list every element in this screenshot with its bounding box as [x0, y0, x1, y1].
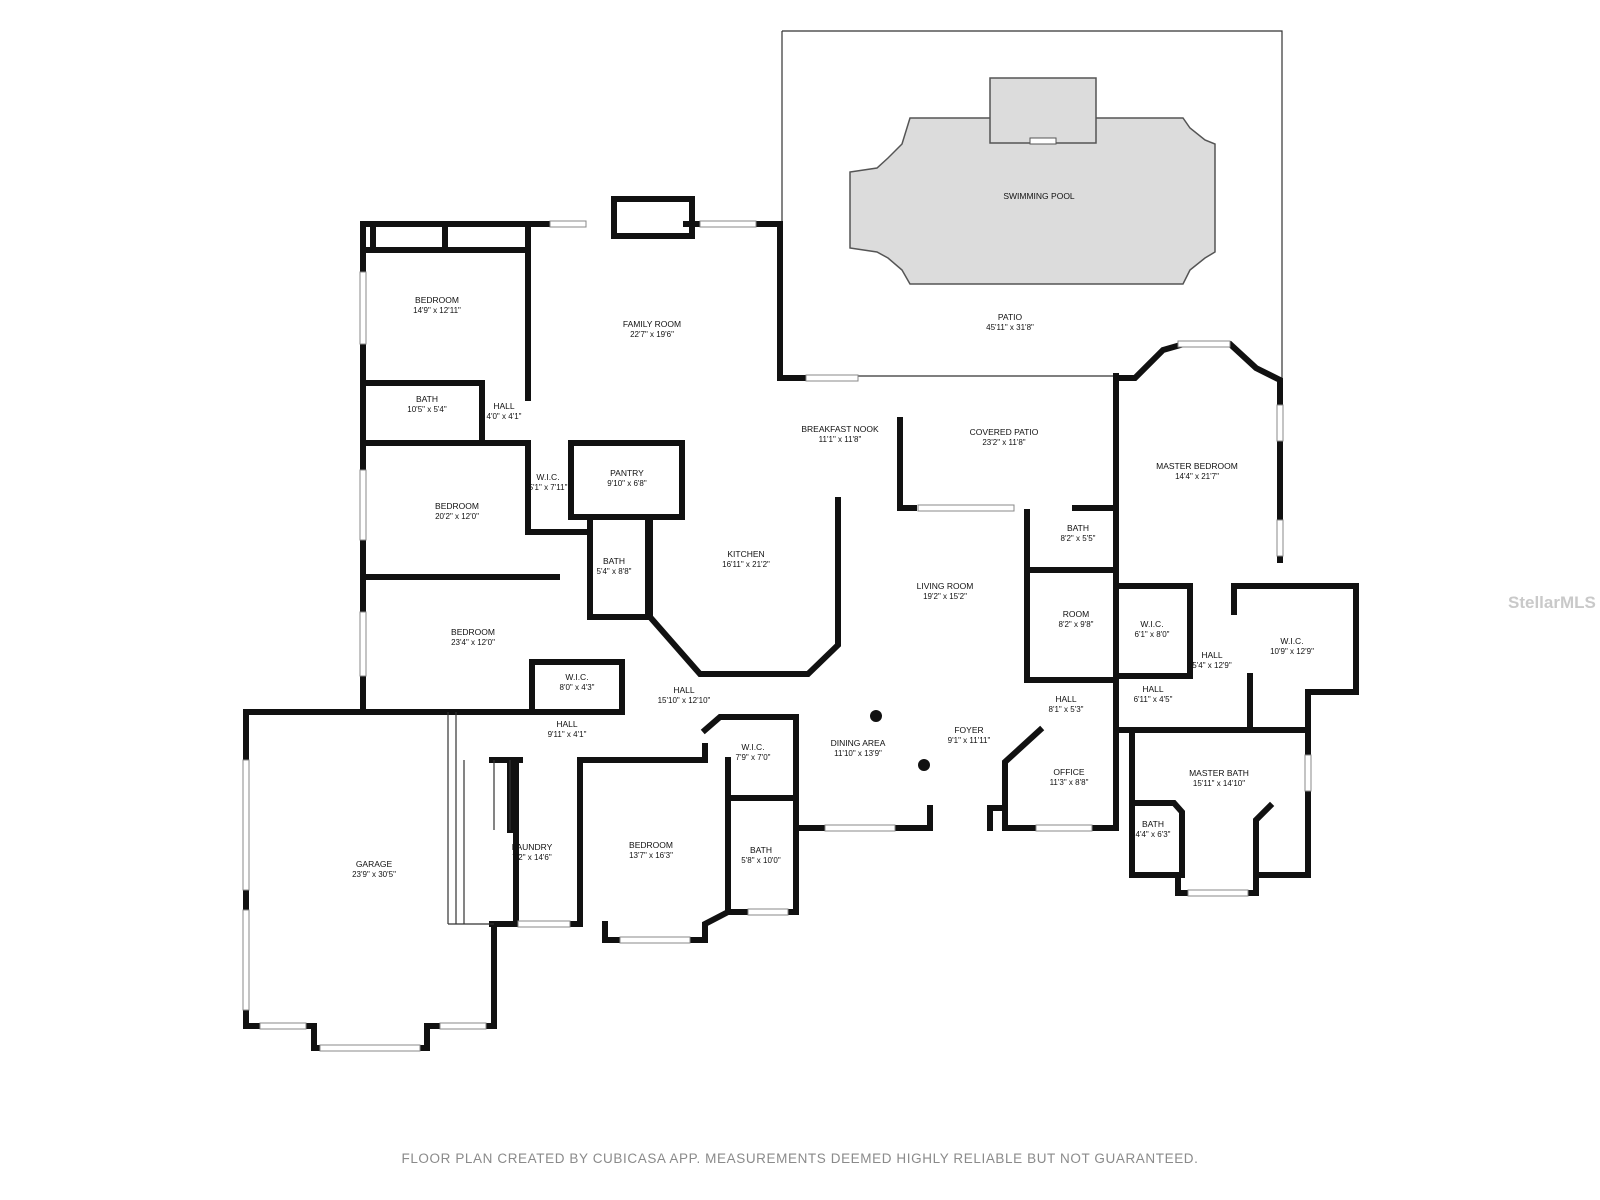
room-dims-dining-area: 11'10" x 13'9" [834, 749, 882, 758]
room-name-bedroom-3: BEDROOM [451, 627, 495, 637]
room-name-bedroom-1: BEDROOM [415, 295, 459, 305]
garage-steps [447, 712, 511, 925]
room-name-bath-3: BATH [1067, 523, 1089, 533]
room-dims-bedroom-2: 20'2" x 12'0" [435, 512, 479, 521]
swimming-pool-shape [849, 77, 1216, 285]
column [918, 759, 930, 771]
room-dims-wic-4: 8'0" x 4'3" [560, 683, 595, 692]
room-dims-wic-1: 5'1" x 7'11" [529, 483, 568, 492]
room-name-hall-6: HALL [556, 719, 578, 729]
room-name-swimming-pool: SWIMMING POOL [1003, 191, 1075, 201]
room-dims-patio: 45'11" x 31'8" [986, 323, 1034, 332]
room-name-garage: GARAGE [356, 859, 393, 869]
room-dims-hall-4: 8'1" x 5'3" [1049, 705, 1084, 714]
room-dims-bedroom-1: 14'9" x 12'11" [413, 306, 461, 315]
room-name-bath-1: BATH [416, 394, 438, 404]
room-name-office: OFFICE [1053, 767, 1084, 777]
room-dims-bath-2: 5'4" x 8'8" [597, 567, 632, 576]
room-name-hall-5: HALL [1142, 684, 1164, 694]
room-name-breakfast-nook: BREAKFAST NOOK [801, 424, 879, 434]
room-dims-bedroom-3: 23'4" x 12'0" [451, 638, 495, 647]
room-dims-hall-5: 6'11" x 4'5" [1134, 695, 1173, 704]
room-name-kitchen: KITCHEN [727, 549, 764, 559]
room-dims-foyer: 9'1" x 11'11" [948, 736, 991, 745]
room-name-hall-1: HALL [493, 401, 515, 411]
room-name-bedroom-2: BEDROOM [435, 501, 479, 511]
room-name-wic-1: W.I.C. [536, 472, 559, 482]
room-name-living-room: LIVING ROOM [917, 581, 974, 591]
room-dims-hall-1: 4'0" x 4'1" [487, 412, 522, 421]
room-dims-hall-6: 9'11" x 4'1" [548, 730, 587, 739]
room-name-bath-5: BATH [750, 845, 772, 855]
room-name-bedroom-4: BEDROOM [629, 840, 673, 850]
room-dims-living-room: 19'2" x 15'2" [923, 592, 967, 601]
room-dims-hall-2: 5'4" x 12'9" [1192, 661, 1232, 670]
room-dims-garage: 23'9" x 30'5" [352, 870, 396, 879]
room-dims-wic-5: 7'9" x 7'0" [736, 753, 771, 762]
column [870, 710, 882, 722]
room-name-laundry: LAUNDRY [512, 842, 553, 852]
room-name-wic-2: W.I.C. [1140, 619, 1163, 629]
room-dims-family-room: 22'7" x 19'6" [630, 330, 674, 339]
room-dims-master-bedroom: 14'4" x 21'7" [1175, 472, 1219, 481]
watermark: StellarMLS [1508, 593, 1596, 612]
room-name-wic-5: W.I.C. [741, 742, 764, 752]
room-name-foyer: FOYER [954, 725, 983, 735]
room-name-patio: PATIO [998, 312, 1023, 322]
room-dims-bath-5: 5'8" x 10'0" [741, 856, 781, 865]
room-name-dining-area: DINING AREA [831, 738, 886, 748]
room-name-wic-4: W.I.C. [565, 672, 588, 682]
windows [242, 220, 1312, 1052]
room-name-hall-3: HALL [673, 685, 695, 695]
room-name-room: ROOM [1063, 609, 1089, 619]
room-name-bath-2: BATH [603, 556, 625, 566]
disclaimer: FLOOR PLAN CREATED BY CUBICASA APP. MEAS… [401, 1151, 1199, 1166]
room-dims-laundry: 7'2" x 14'6" [512, 853, 552, 862]
room-dims-kitchen: 16'11" x 21'2" [722, 560, 770, 569]
room-dims-bedroom-4: 13'7" x 16'3" [629, 851, 673, 860]
room-name-hall-2: HALL [1201, 650, 1223, 660]
room-dims-bath-1: 10'5" x 5'4" [407, 405, 447, 414]
room-dims-hall-3: 15'10" x 12'10" [658, 696, 711, 705]
room-name-pantry: PANTRY [610, 468, 644, 478]
room-name-wic-3: W.I.C. [1280, 636, 1303, 646]
room-dims-pantry: 9'10" x 6'8" [607, 479, 647, 488]
room-dims-room: 8'2" x 9'8" [1059, 620, 1094, 629]
room-dims-office: 11'3" x 8'8" [1050, 778, 1089, 787]
room-name-covered-patio: COVERED PATIO [970, 427, 1039, 437]
room-dims-wic-3: 10'9" x 12'9" [1270, 647, 1314, 656]
room-dims-bath-3: 8'2" x 5'5" [1061, 534, 1096, 543]
room-name-master-bedroom: MASTER BEDROOM [1156, 461, 1238, 471]
walls [243, 196, 1359, 1051]
room-dims-master-bath: 15'11" x 14'10" [1193, 779, 1245, 788]
room-dims-wic-2: 6'1" x 8'0" [1135, 630, 1170, 639]
room-dims-breakfast-nook: 11'1" x 11'8" [819, 435, 862, 444]
room-name-family-room: FAMILY ROOM [623, 319, 681, 329]
room-dims-bath-4: 4'4" x 6'3" [1136, 830, 1171, 839]
room-dims-covered-patio: 23'2" x 11'8" [982, 438, 1025, 447]
room-name-master-bath: MASTER BATH [1189, 768, 1249, 778]
room-name-hall-4: HALL [1055, 694, 1077, 704]
room-name-bath-4: BATH [1142, 819, 1164, 829]
